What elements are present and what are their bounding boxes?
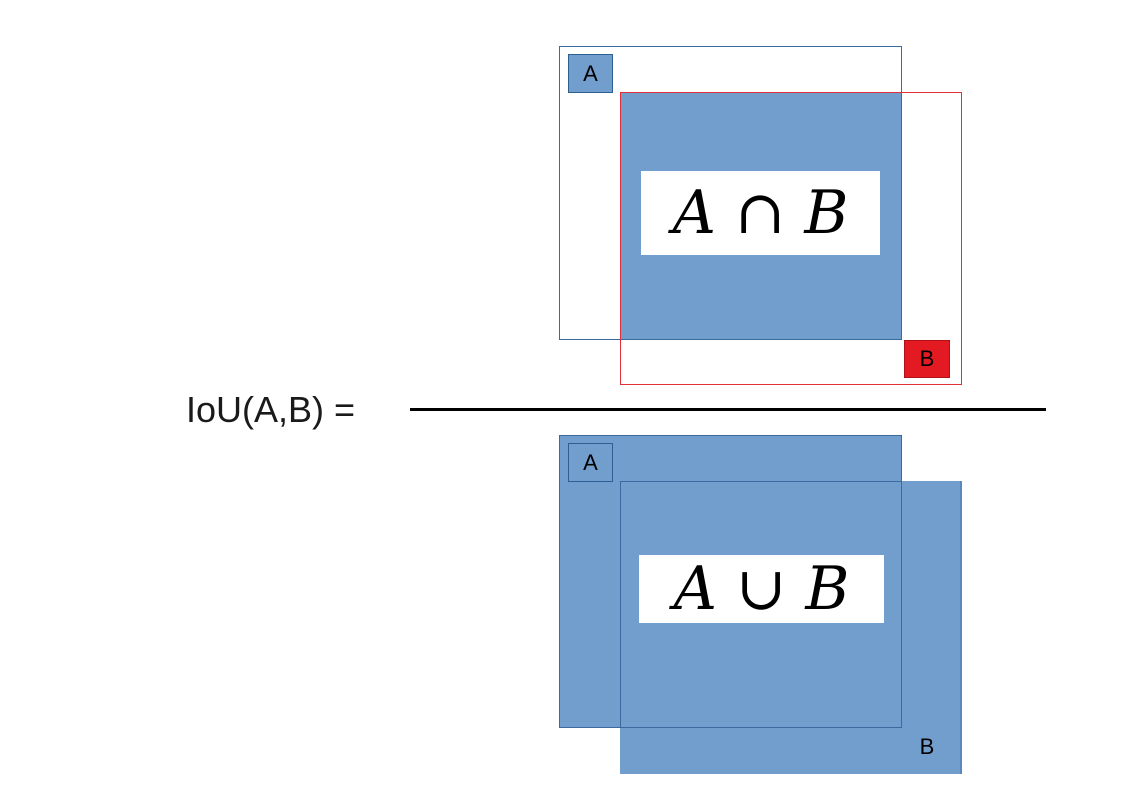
numerator-box-b — [620, 92, 962, 385]
iou-equation-label: IoU(A,B) = — [186, 389, 356, 430]
fraction-bar — [410, 408, 1046, 411]
denominator-tag-a: A — [568, 443, 613, 482]
numerator-tag-a: A — [568, 54, 613, 93]
numerator-tag-b: B — [904, 340, 950, 378]
intersection-formula: A ∩ B — [672, 178, 849, 248]
denominator-tag-b: B — [919, 734, 935, 759]
denominator-overlap-outline — [620, 481, 902, 728]
union-formula: A ∪ B — [673, 554, 850, 624]
denominator-formula-box: A ∪ B — [639, 555, 884, 623]
numerator-formula-box: A ∩ B — [641, 171, 880, 255]
